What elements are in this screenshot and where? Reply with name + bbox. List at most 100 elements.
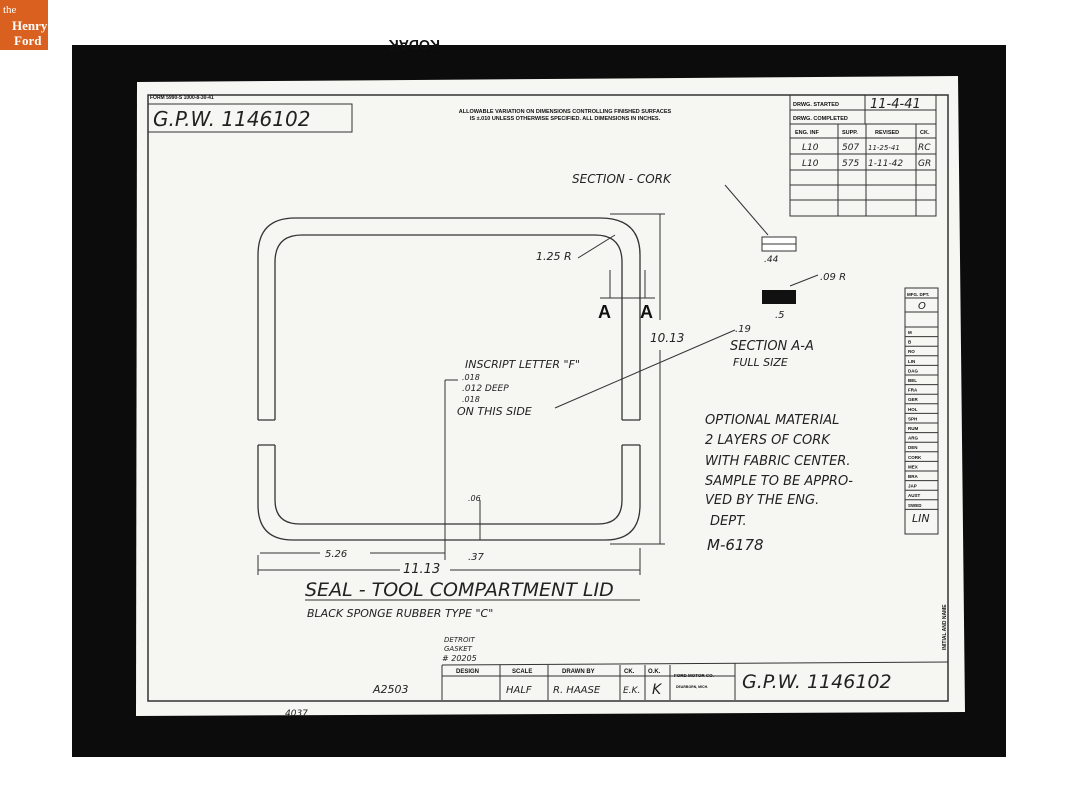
inscript-line: .018	[462, 395, 480, 404]
mfg-value: O	[918, 301, 926, 312]
dim-radius-09: .09 R	[820, 272, 846, 283]
logo-text-henry: Henry	[12, 18, 48, 33]
section-a-right: A	[640, 302, 653, 322]
mfg-row-label: JAP	[908, 484, 917, 489]
mfg-row-label: ARG	[908, 436, 918, 441]
mfg-footer: LIN	[912, 512, 930, 525]
note-line: OPTIONAL MATERIAL	[705, 413, 839, 428]
mfg-row-label: LIN	[908, 359, 915, 364]
number-box	[147, 103, 353, 133]
mfg-row-label: SPH	[908, 416, 917, 421]
rev-cell: 507	[842, 143, 859, 153]
mfg-row-label: AUST	[908, 493, 921, 498]
part-title: SEAL - TOOL COMPARTMENT LID	[305, 579, 614, 601]
inscript-line: .018	[462, 373, 480, 382]
henry-ford-logo: the Henry Ford	[0, 0, 48, 50]
dim-cork: .44	[764, 255, 779, 265]
rev-cell: 1-11-42	[868, 159, 903, 169]
rev-header-supp: SUPP.	[842, 130, 858, 136]
tb-scale-value: HALF	[506, 685, 532, 696]
revision-row: L10 575 1-11-42 GR	[802, 159, 931, 169]
drawing-border	[147, 94, 949, 702]
tb-header-ok: O.K.	[648, 669, 661, 675]
mfg-row-label: RUM	[908, 426, 918, 431]
drawing-number: G.P.W. 1146102	[153, 107, 310, 131]
mfg-row-label: B	[908, 340, 912, 345]
tb-header-drawn-by: DRAWN BY	[562, 669, 595, 675]
mfg-row-label: FRA	[908, 388, 918, 393]
note-line: DEPT.	[710, 514, 747, 529]
mfg-header: MFG. DPT.	[907, 292, 929, 297]
rev-header-ck: CK.	[920, 130, 930, 136]
drwg-completed-label: DRWG. COMPLETED	[793, 116, 848, 122]
tb-ck-value: E.K.	[623, 686, 640, 696]
mfg-row-label: GER	[908, 397, 919, 402]
optional-material-note: OPTIONAL MATERIAL 2 LAYERS OF CORK WITH …	[705, 413, 853, 529]
mfg-row-label: MEX	[908, 464, 918, 469]
supplier-line: DETROIT	[444, 636, 476, 644]
mfg-row-label: CORK	[908, 455, 922, 460]
rev-cell: GR	[918, 159, 931, 169]
m-number: M-6178	[707, 536, 764, 554]
cork-section-symbol	[761, 236, 797, 252]
revision-row: L10 507 11-25-41 RC	[802, 143, 931, 153]
dim-37: .37	[468, 552, 485, 563]
dim-10-13: 10.13	[650, 331, 684, 345]
rev-cell: L10	[802, 143, 819, 153]
paper-sheet	[136, 76, 965, 716]
note-line: 2 LAYERS OF CORK	[705, 433, 831, 448]
mfg-row-label: BRA	[908, 474, 918, 479]
title-block-number: G.P.W. 1146102	[742, 671, 892, 693]
supplier-line: GASKET	[444, 645, 473, 653]
mfg-row-label: HOL	[908, 407, 918, 412]
mfg-row-label: RO	[908, 349, 915, 354]
section-a-left: A	[598, 302, 611, 322]
mfg-dept-table	[904, 287, 939, 535]
part-subtitle: BLACK SPONGE RUBBER TYPE "C"	[307, 607, 493, 620]
tolerance-note-2: IS ±.010 UNLESS OTHERWISE SPECIFIED. ALL…	[470, 116, 661, 122]
note-line: SAMPLE TO BE APPRO-	[705, 474, 853, 489]
company-location: DEARBORN, MICH.	[676, 685, 708, 689]
mfg-row-label: SWED	[908, 503, 922, 508]
revision-table	[789, 94, 937, 217]
dim-radius-1-25: 1.25 R	[536, 250, 572, 263]
tb-drawn-by-value: R. HAASE	[553, 685, 601, 696]
company-name: FORD MOTOR CO.	[674, 673, 714, 678]
note-line: WITH FABRIC CENTER.	[705, 454, 850, 469]
film-edge-text: KODAK	[389, 37, 440, 53]
rev-cell: RC	[918, 143, 931, 153]
rev-cell: 11-25-41	[868, 144, 900, 152]
rev-cell: L10	[802, 159, 819, 169]
inscript-line: .012 DEEP	[462, 384, 509, 394]
supplier-line: # 20205	[442, 654, 477, 663]
rev-header-eng-inf: ENG. INF	[795, 130, 819, 136]
tb-header-design: DESIGN	[456, 669, 479, 675]
drwg-started-value: 11-4-41	[870, 97, 921, 112]
mfg-row-label: M	[908, 330, 912, 335]
reference-number: A2503	[372, 683, 409, 696]
dimension-lines	[257, 184, 819, 575]
dim-5-26: 5.26	[325, 549, 347, 560]
mfg-rows: MB RO LIN DAG BEL FRA GER HOL SPH RUM ARG DEN CORK ME…	[905, 330, 938, 510]
drwg-started-label: DRWG. STARTED	[793, 102, 839, 108]
dim-11-13: 11.13	[403, 562, 440, 577]
section-aa-hatch	[762, 290, 796, 304]
tolerance-note-1: ALLOWABLE VARIATION ON DIMENSIONS CONTRO…	[459, 109, 672, 115]
mfg-row-label: DAG	[908, 368, 918, 373]
dim-06: .06	[468, 494, 481, 503]
tb-header-ck: CK.	[624, 669, 635, 675]
logo-text-the: the	[3, 4, 17, 16]
full-size-label: FULL SIZE	[733, 356, 788, 369]
dim-5: .5	[775, 310, 785, 321]
mfg-row-label: DEN	[908, 445, 918, 450]
gasket-outline	[257, 217, 641, 541]
rev-header-revised: REVISED	[875, 130, 899, 136]
inscript-line: ON THIS SIDE	[457, 405, 532, 418]
initial-and-name-label: INITIAL AND NAME	[942, 604, 948, 650]
tb-header-scale: SCALE	[512, 669, 532, 675]
tb-ok-value: K	[652, 682, 663, 698]
dim-19: .19	[735, 324, 751, 335]
section-cork-label: SECTION - CORK	[572, 172, 672, 186]
mfg-row-label: BEL	[908, 378, 917, 383]
